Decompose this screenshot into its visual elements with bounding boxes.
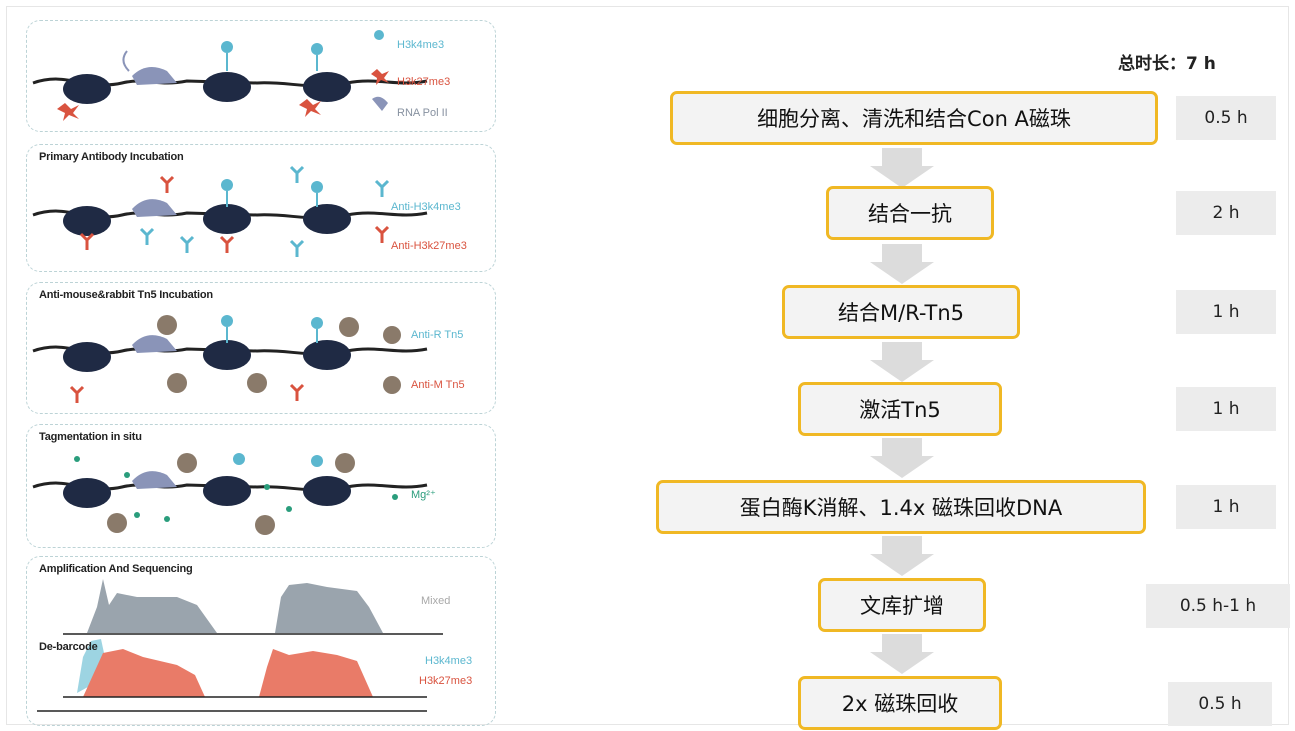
mixed-peak <box>87 579 217 633</box>
chromatin-drawing <box>32 30 428 121</box>
total-time: 总时长：7 h <box>1118 54 1216 74</box>
nucleosome-icon <box>303 72 351 102</box>
down-arrow-icon <box>870 342 934 382</box>
step-label: 结合M/R-Tn5 <box>837 301 965 325</box>
antibody-drawing <box>32 165 428 257</box>
legend-h3k4me3: H3k4me3 <box>397 39 445 51</box>
step-time: 0.5 h <box>1168 682 1272 726</box>
step-label: 2x 磁珠回收 <box>841 692 959 716</box>
mg-legend-icon <box>392 494 398 500</box>
step-bead-cleanup: 2x 磁珠回收 <box>798 676 1002 730</box>
panel-title: Tagmentation in situ <box>39 431 142 443</box>
down-arrow-icon <box>870 244 934 284</box>
step-time: 2 h <box>1176 191 1276 235</box>
figure-frame <box>6 6 1289 725</box>
debarcode-title: De-barcode <box>39 641 98 653</box>
legend-debarcode-h3k27me3: H3k27me3 <box>419 675 473 687</box>
down-arrow-icon <box>870 438 934 478</box>
step-label: 蛋白酶K消解、1.4x 磁珠回收DNA <box>739 496 1063 520</box>
panel-tagmentation: Tagmentation in situ Mg²⁺ <box>26 424 496 548</box>
panel-primary-antibody: Primary Antibody Incubation Anti-H3k4me3… <box>26 144 496 272</box>
step-proteinase-k: 蛋白酶K消解、1.4x 磁珠回收DNA <box>656 480 1146 534</box>
step-time: 0.5 h-1 h <box>1146 584 1290 628</box>
panel-tn5-incubation: Anti-mouse&rabbit Tn5 Incubation Anti-R … <box>26 282 496 414</box>
step-library-amplification: 文库扩增 <box>818 578 986 632</box>
h3k27me3-legend-icon <box>371 69 389 85</box>
step-time: 1 h <box>1176 290 1276 334</box>
rna-pol-legend-icon <box>372 96 388 111</box>
step-time: 1 h <box>1176 485 1276 529</box>
mixed-peak <box>275 583 383 633</box>
legend-anti-m-tn5: Anti-M Tn5 <box>411 379 465 391</box>
panel-chromatin: H3k4me3 H3k27me3 RNA Pol II <box>26 20 496 132</box>
step-label: 结合一抗 <box>868 202 952 226</box>
step-time: 0.5 h <box>1176 96 1276 140</box>
sequencing-tracks <box>37 579 443 712</box>
h3k4me3-legend-icon <box>374 30 384 40</box>
tagmentation-drawing <box>32 453 428 535</box>
panel-sequencing: Amplification And Sequencing Mixed De-ba… <box>26 556 496 726</box>
legend-rna-pol: RNA Pol II <box>397 107 448 119</box>
step-label: 文库扩增 <box>860 594 944 618</box>
anti-h3k4me3-legend-icon <box>374 179 390 197</box>
anti-r-tn5-legend-icon <box>383 326 401 344</box>
step-label: 激活Tn5 <box>859 398 941 422</box>
panel-title: Primary Antibody Incubation <box>39 151 184 163</box>
anti-m-tn5-legend-icon <box>383 376 401 394</box>
h3k4me3-peak <box>77 639 117 693</box>
legend-debarcode-h3k4me3: H3k4me3 <box>425 655 473 667</box>
nucleosome-icon <box>203 72 251 102</box>
step-cell-isolation: 细胞分离、清洗和结合Con A磁珠 <box>670 91 1158 145</box>
legend-mg: Mg²⁺ <box>411 489 436 501</box>
rna-pol-icon <box>132 67 177 85</box>
legend-anti-h3k27me3: Anti-H3k27me3 <box>391 240 467 252</box>
step-tn5-binding: 结合M/R-Tn5 <box>782 285 1020 339</box>
down-arrow-icon <box>870 536 934 576</box>
legend-anti-r-tn5: Anti-R Tn5 <box>411 329 464 341</box>
down-arrow-icon <box>870 148 934 188</box>
mixed-label: Mixed <box>421 595 451 607</box>
legend-h3k27me3: H3k27me3 <box>397 76 451 88</box>
step-tn5-activation: 激活Tn5 <box>798 382 1002 436</box>
legend-anti-h3k4me3: Anti-H3k4me3 <box>391 201 461 213</box>
h3k27me3-peak <box>259 649 373 697</box>
panel-title: Anti-mouse&rabbit Tn5 Incubation <box>39 289 213 301</box>
step-time: 1 h <box>1176 387 1276 431</box>
step-primary-antibody: 结合一抗 <box>826 186 994 240</box>
nucleosome-icon <box>63 74 111 104</box>
h3k27me3-peak <box>83 649 205 697</box>
tn5-drawing <box>32 315 428 403</box>
panel-title: Amplification And Sequencing <box>39 563 193 575</box>
anti-h3k27me3-legend-icon <box>374 225 390 243</box>
step-label: 细胞分离、清洗和结合Con A磁珠 <box>757 107 1071 131</box>
down-arrow-icon <box>870 634 934 674</box>
